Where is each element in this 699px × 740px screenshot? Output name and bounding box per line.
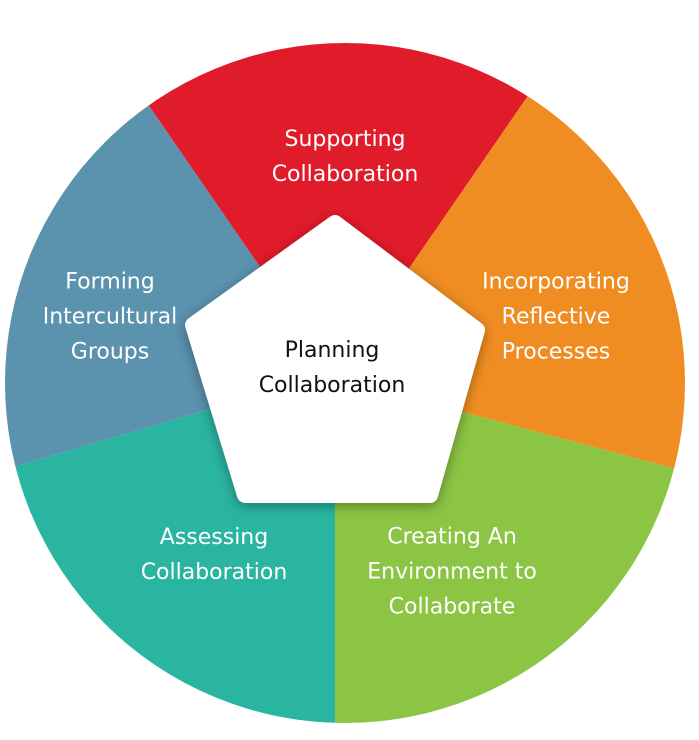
label-forming: Forming Intercultural Groups bbox=[42, 269, 178, 365]
segment-supporting bbox=[76, 43, 594, 360]
label-environment: Creating An Environment to Collaborate bbox=[367, 524, 537, 620]
label-supporting: Supporting Collaboration bbox=[271, 127, 419, 187]
label-assessing: Assessing Collaboration bbox=[140, 525, 288, 585]
label-reflective: Incorporating Reflective Processes bbox=[482, 269, 630, 365]
center-label: Planning Collaboration bbox=[258, 338, 406, 398]
center-pentagon bbox=[185, 215, 485, 503]
